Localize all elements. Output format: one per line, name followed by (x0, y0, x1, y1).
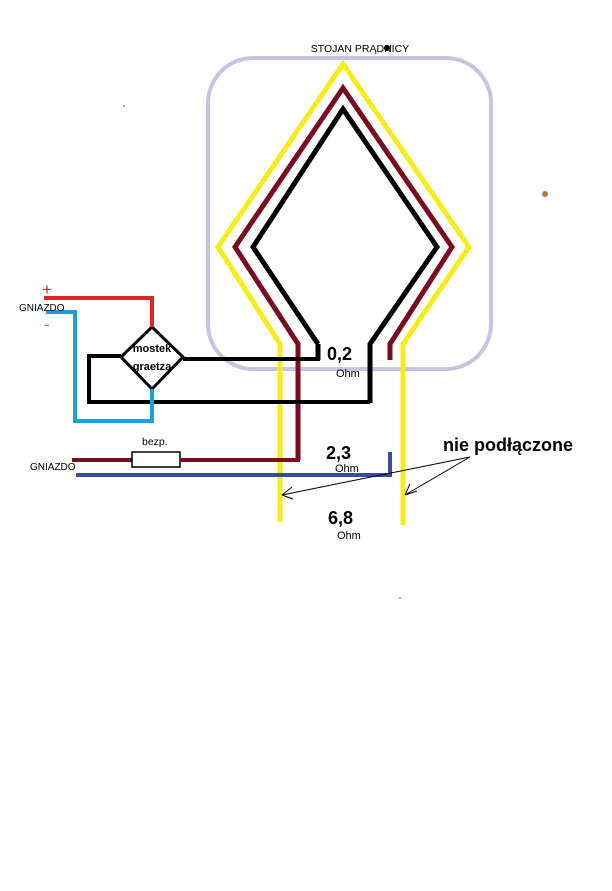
plus-sign: + (42, 280, 52, 299)
resistance-3-unit: Ohm (337, 530, 361, 542)
resistance-1-unit: Ohm (336, 368, 360, 380)
arrow-right (404, 456, 471, 496)
minus-sign: - (44, 315, 50, 334)
bridge-rectifier (118, 324, 186, 392)
winding-yellow (215, 59, 473, 525)
stray-dot (399, 597, 401, 599)
winding-black (250, 104, 441, 403)
stray-dot (384, 45, 390, 51)
stator-outline (206, 56, 493, 371)
resistance-2-unit: Ohm (335, 463, 359, 475)
bridge-label-line2: graetza (133, 361, 172, 373)
arrow-left (281, 456, 471, 500)
wire-lightblue-minus (46, 310, 154, 423)
stray-dot (542, 191, 548, 197)
fuse-label: bezp. (142, 436, 168, 448)
fuse-symbol (131, 451, 181, 468)
wire-red-plus (44, 296, 154, 327)
resistance-1-value: 0,2 (327, 344, 352, 364)
stray-dot (123, 105, 125, 107)
winding-maroon (231, 83, 455, 460)
stator-title: STOJAN PRĄDNICY (311, 43, 409, 55)
bridge-label-line1: mostek (133, 343, 172, 355)
not-connected-label: nie podłączone (443, 435, 573, 455)
socket-top-label: GNIAZDO (19, 303, 65, 314)
socket-bottom-label: GNIAZDO (30, 462, 76, 473)
wire-black-ac2 (87, 354, 370, 404)
resistance-3-value: 6,8 (328, 508, 353, 528)
wire-blue (76, 452, 392, 477)
resistance-2-value: 2,3 (326, 443, 351, 463)
